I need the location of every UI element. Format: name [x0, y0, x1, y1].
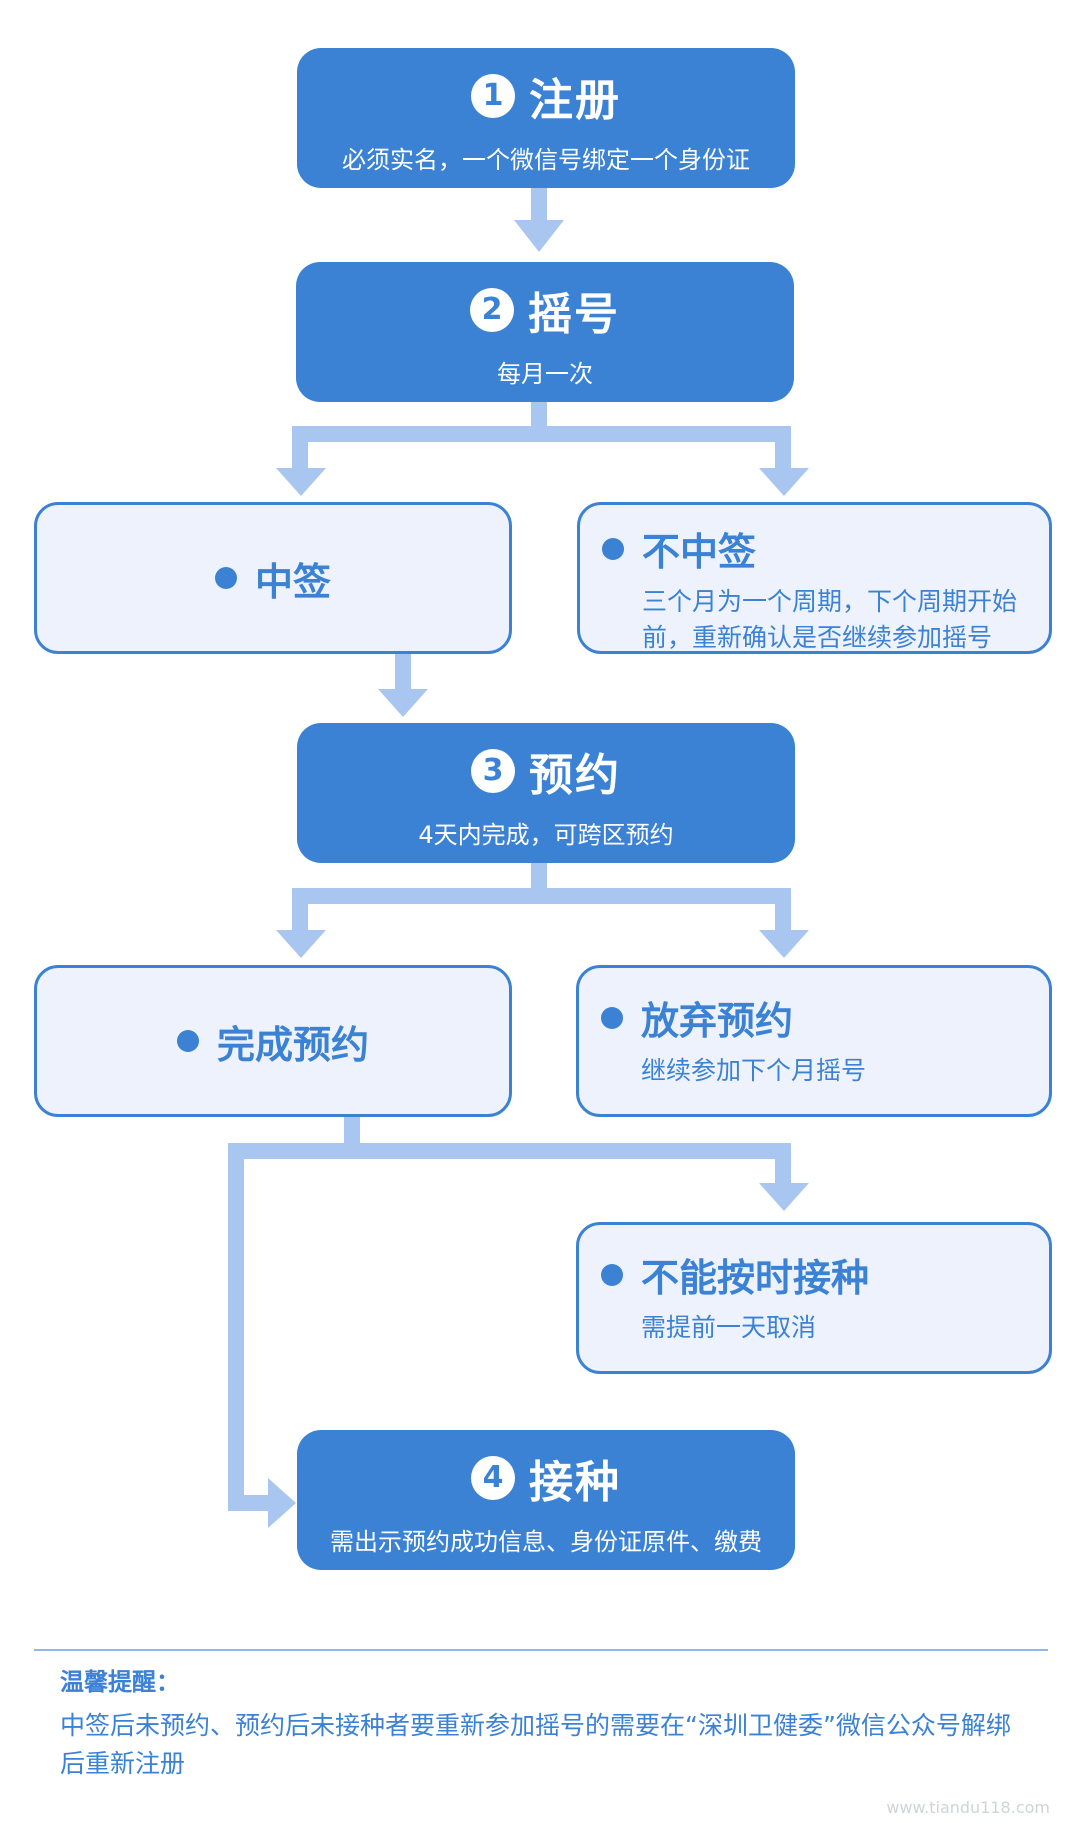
connector-3-left-drop	[292, 888, 308, 930]
step-number-badge: 1	[471, 74, 515, 118]
connector-booked-to-4-arrowhead	[268, 1478, 296, 1528]
connector-booked-right-drop	[775, 1143, 791, 1183]
connector-1-2-stem	[531, 187, 547, 220]
connector-booked-right-arrowhead	[759, 1183, 809, 1211]
connector-2-left-arrowhead	[276, 468, 326, 496]
outcome-title: 中签	[254, 559, 331, 604]
step-number-badge: 2	[470, 288, 514, 332]
connector-2-split-stem	[531, 402, 547, 430]
outcome-description: 继续参加下个月摇号	[641, 1056, 867, 1085]
connector-3-split-bar	[292, 888, 791, 904]
outcome-title: 不能按时接种	[641, 1256, 870, 1300]
step-appointment: 3 预约 4天内完成，可跨区预约	[297, 723, 795, 863]
bullet-dot	[176, 1030, 199, 1052]
step-title: 注册	[529, 75, 621, 126]
step-vaccination: 4 接种 需出示预约成功信息、身份证原件、缴费	[297, 1430, 795, 1570]
step-register: 1 注册 必须实名，一个微信号绑定一个身份证	[297, 48, 795, 188]
bullet-dot	[601, 1006, 623, 1029]
watermark: www.tiandu118.com	[886, 1798, 1050, 1817]
step-subtitle: 每月一次	[497, 360, 593, 388]
bullet-dot	[602, 537, 624, 560]
step-title: 预约	[529, 750, 621, 801]
connector-3-right-drop	[775, 888, 791, 930]
outcome-description: 三个月为一个周期，下个周期开始前，重新确认是否继续参加摇号	[642, 587, 1018, 652]
outcome-cannot-attend: 不能按时接种 需提前一天取消	[576, 1222, 1052, 1374]
connector-booked-bar	[228, 1143, 791, 1159]
step-title: 接种	[529, 1457, 621, 1508]
connector-2-right-drop	[775, 426, 791, 468]
tips-title: 温馨提醒：	[60, 1668, 180, 1696]
step-lottery: 2 摇号 每月一次	[296, 262, 794, 402]
connector-2-split-bar	[292, 426, 791, 442]
step-subtitle: 必须实名，一个微信号绑定一个身份证	[342, 146, 750, 174]
connector-2-left-drop	[292, 426, 308, 468]
step-subtitle: 4天内完成，可跨区预约	[418, 821, 674, 849]
connector-3-split-stem	[531, 862, 547, 892]
section-divider	[34, 1649, 1048, 1651]
outcome-won: 中签	[34, 502, 512, 654]
step-number-badge: 3	[471, 749, 515, 793]
tips-body: 中签后未预约、预约后未接种者要重新参加摇号的需要在“深圳卫健委”微信公众号解绑后…	[60, 1711, 1011, 1778]
connector-2-right-arrowhead	[759, 468, 809, 496]
step-subtitle: 需出示预约成功信息、身份证原件、缴费	[330, 1528, 762, 1556]
outcome-title: 不中签	[642, 530, 757, 574]
step-number-badge: 4	[471, 1456, 515, 1500]
connector-booked-stem	[344, 1115, 360, 1151]
outcome-not-won: 不中签 三个月为一个周期，下个周期开始前，重新确认是否继续参加摇号	[577, 502, 1052, 654]
outcome-title: 完成预约	[216, 1022, 369, 1067]
connector-won-3-arrowhead	[378, 689, 428, 717]
connector-3-right-arrowhead	[759, 930, 809, 958]
connector-booked-left-drop	[228, 1143, 244, 1511]
connector-booked-to-4	[228, 1495, 270, 1511]
step-title: 摇号	[528, 289, 620, 340]
outcome-booked: 完成预约	[34, 965, 512, 1117]
tips-section: 温馨提醒： 中签后未预约、预约后未接种者要重新参加摇号的需要在“深圳卫健委”微信…	[60, 1665, 1020, 1783]
outcome-description: 需提前一天取消	[641, 1313, 817, 1342]
connector-1-2-arrowhead	[514, 220, 564, 252]
outcome-title: 放弃预约	[641, 999, 794, 1043]
bullet-dot	[214, 567, 237, 589]
connector-won-3-stem	[395, 653, 411, 689]
outcome-abandon: 放弃预约 继续参加下个月摇号	[576, 965, 1052, 1117]
connector-3-left-arrowhead	[276, 930, 326, 958]
bullet-dot	[601, 1263, 623, 1286]
